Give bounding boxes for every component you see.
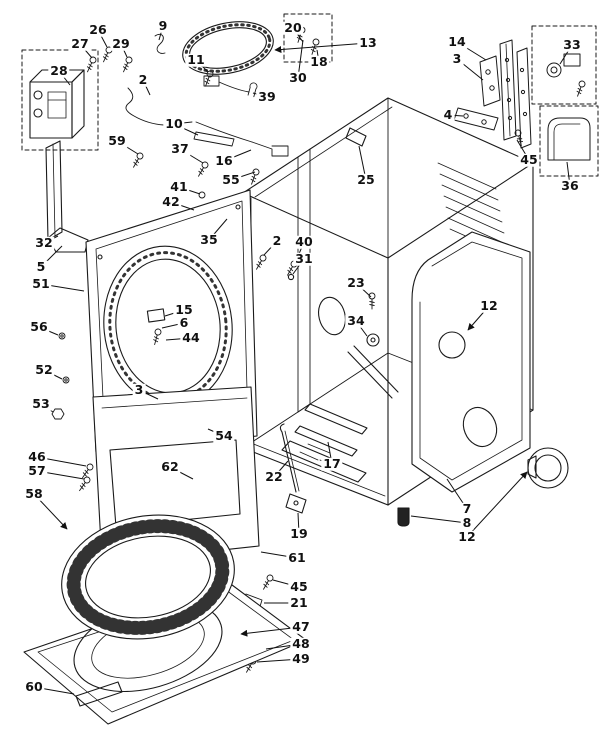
leader-line-12-53 bbox=[466, 471, 528, 538]
leader-line-42-25 bbox=[170, 201, 195, 211]
leader-line-34-34 bbox=[355, 320, 368, 337]
leader-line-31-29 bbox=[292, 258, 305, 275]
leader-line-30-13 bbox=[297, 39, 304, 79]
leader-line-13-6 bbox=[274, 42, 369, 54]
leader-line-4-15 bbox=[447, 114, 464, 117]
hinge-bracket bbox=[285, 493, 307, 514]
leader-line-37-20 bbox=[179, 148, 204, 164]
door-hinge bbox=[146, 308, 166, 323]
leader-line-40-28 bbox=[295, 241, 305, 262]
leader-line-16-21 bbox=[223, 149, 252, 162]
base-slot bbox=[75, 681, 123, 707]
leader-line-18-12 bbox=[316, 49, 320, 63]
wire-harness bbox=[125, 87, 193, 126]
leader-line-25-23 bbox=[358, 145, 367, 181]
leader-line-27-0 bbox=[79, 43, 93, 59]
console-bracket bbox=[453, 107, 499, 131]
leader-line-57-47 bbox=[36, 470, 85, 480]
leader-line-58-49 bbox=[33, 493, 68, 530]
leader-line-44-38 bbox=[165, 337, 192, 341]
leader-line-3-40 bbox=[138, 389, 159, 400]
leader-line-45-55 bbox=[272, 579, 300, 588]
leader-line-17-45 bbox=[327, 441, 333, 465]
mounting-bracket bbox=[193, 131, 235, 147]
console-end-cap bbox=[547, 117, 591, 161]
leader-line-51-32 bbox=[40, 283, 85, 292]
leader-line-41-24 bbox=[178, 186, 201, 195]
wire-lead bbox=[195, 121, 253, 143]
leader-line-10-18 bbox=[173, 123, 199, 136]
leader-line-52-41 bbox=[43, 369, 63, 380]
leader-line-49-59 bbox=[256, 658, 302, 663]
leader-line-53-42 bbox=[40, 403, 54, 413]
terminal-block bbox=[203, 75, 220, 87]
leader-line-39-14 bbox=[252, 92, 268, 98]
leveling-leg bbox=[397, 507, 410, 527]
leader-line-11-4 bbox=[195, 59, 209, 73]
wire-plug bbox=[251, 141, 289, 157]
leader-line-14-7 bbox=[456, 41, 487, 61]
leader-line-60-60 bbox=[33, 686, 75, 695]
leader-line-6-37 bbox=[161, 322, 185, 329]
leader-line-3-8 bbox=[456, 58, 484, 81]
leader-line-8-52 bbox=[410, 515, 468, 524]
leader-line-35-26 bbox=[208, 218, 228, 241]
support-rod bbox=[279, 423, 300, 493]
leader-line-7-51 bbox=[446, 478, 468, 510]
leader-line-20-5 bbox=[292, 27, 304, 43]
leader-line-9-3 bbox=[158, 25, 164, 41]
hardware-box bbox=[283, 13, 333, 63]
leader-line-47-57 bbox=[240, 626, 302, 637]
leader-line-12-35 bbox=[467, 305, 490, 331]
leader-line-23-33 bbox=[355, 282, 372, 298]
leader-line-48-58 bbox=[265, 643, 302, 650]
hex-nut bbox=[51, 408, 65, 420]
leader-line-56-39 bbox=[38, 326, 59, 336]
leader-line-54-43 bbox=[207, 428, 225, 437]
leader-line-5-31 bbox=[40, 245, 63, 268]
leader-line-32-30 bbox=[43, 235, 59, 244]
front-panel bbox=[85, 189, 258, 453]
leader-line-55-22 bbox=[230, 171, 256, 181]
leader-line-2-11 bbox=[142, 79, 151, 96]
console-parts bbox=[453, 25, 599, 177]
leader-line-22-44 bbox=[273, 460, 289, 478]
leader-line-29-2 bbox=[120, 43, 128, 58]
leader-line-28-10 bbox=[58, 70, 71, 86]
leader-line-61-54 bbox=[260, 551, 298, 559]
exhaust-cap bbox=[527, 447, 569, 489]
leader-line-33-9 bbox=[559, 44, 573, 65]
leader-line-62-48 bbox=[169, 466, 194, 480]
leader-line-45-16 bbox=[516, 139, 530, 161]
side-panel bbox=[411, 231, 531, 493]
leader-line-36-17 bbox=[566, 161, 571, 187]
leader-line-2-27 bbox=[263, 240, 278, 256]
door-seal-ring bbox=[61, 514, 235, 640]
leader-line-15-36 bbox=[164, 309, 185, 317]
leader-line-59-19 bbox=[116, 140, 139, 155]
leader-line-26-1 bbox=[97, 29, 108, 48]
leader-line-19-50 bbox=[297, 512, 300, 535]
leader-line-46-46 bbox=[36, 456, 87, 467]
